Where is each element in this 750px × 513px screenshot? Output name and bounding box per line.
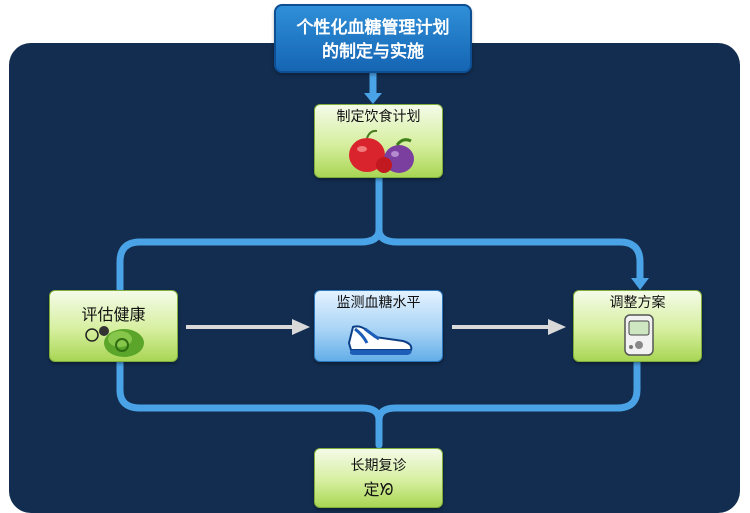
connector-split-right: [375, 226, 644, 286]
connector-merge-left: [116, 358, 383, 449]
arrowhead-monitor: [292, 319, 310, 335]
diagram-title: 个性化血糖管理计划 的制定与实施: [274, 4, 472, 73]
arrowhead-adjust-gray: [548, 319, 566, 335]
node-monitor-glucose-label: 监测血糖水平: [336, 295, 421, 311]
arrowhead-diet: [364, 93, 382, 104]
node-adjust-plan: 调整方案: [573, 290, 702, 362]
fruit-icon: [349, 129, 414, 173]
shoe-icon: [347, 325, 413, 355]
node-diet-plan-label: 制定饮食计划: [336, 109, 421, 125]
connector-merge-right: [375, 358, 641, 424]
lettuce-icon: [85, 326, 144, 357]
node-assess-health: 评估健康: [49, 290, 178, 362]
node-follow-up: 长期复诊 定ᘞ: [314, 448, 443, 508]
node-monitor-glucose: 监测血糖水平: [314, 290, 443, 362]
glucose-meter-icon: [624, 314, 654, 356]
node-assess-health-label: 评估健康: [81, 305, 146, 324]
connector-split-left: [116, 226, 383, 294]
node-adjust-plan-label: 调整方案: [609, 295, 666, 311]
arrowhead-adjust: [631, 278, 649, 290]
title-line-2: 的制定与实施: [322, 42, 424, 62]
title-line-1: 个性化血糖管理计划: [296, 18, 450, 38]
node-follow-up-label: 长期复诊: [350, 458, 407, 474]
node-follow-up-sublabel: 定ᘞ: [363, 480, 394, 499]
connectors: [116, 69, 649, 449]
node-diet-plan: 制定饮食计划: [314, 104, 443, 178]
